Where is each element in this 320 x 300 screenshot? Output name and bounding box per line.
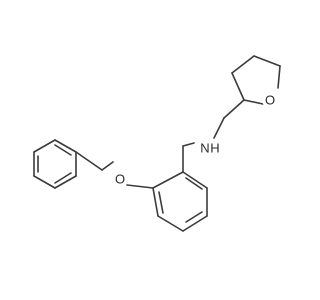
bond-ch2-thf <box>223 99 245 119</box>
bond <box>152 171 184 189</box>
hydrogen-label: H <box>210 141 219 156</box>
double-bond-inner <box>185 211 203 223</box>
bond <box>54 175 77 189</box>
bond <box>253 55 281 67</box>
double-bond-inner <box>54 172 72 184</box>
double-bond-inner <box>158 191 164 214</box>
tetrahydrofuran-ring <box>231 55 281 105</box>
oxygen-ether-label: O <box>115 172 125 187</box>
bond <box>182 215 208 232</box>
atom-oxygen-ring: O <box>262 92 278 108</box>
bond <box>231 55 255 74</box>
nitrogen-label: N <box>200 141 209 156</box>
bond <box>152 187 159 217</box>
bond <box>182 171 208 189</box>
bond-ch2-oxygen <box>101 161 114 171</box>
bond <box>231 72 245 101</box>
bond-benzyl-ch2 <box>75 151 103 171</box>
bond <box>54 139 77 153</box>
atom-nitrogen: N H <box>198 138 220 156</box>
aryl-ring <box>152 171 208 232</box>
double-bond-inner <box>54 144 72 156</box>
bond <box>157 215 184 232</box>
bond-nitrogen-ch2 <box>213 117 225 139</box>
bond-oxygen-aryl <box>126 184 154 189</box>
structure-diagram: O N H O <box>33 55 281 232</box>
bond <box>277 65 281 89</box>
benzyl-phenyl-ring <box>33 139 77 189</box>
bond <box>33 139 56 153</box>
atom-oxygen-ether: O <box>112 171 128 187</box>
bond-ch2-nitrogen <box>182 142 195 147</box>
oxygen-ring-label: O <box>265 93 275 108</box>
double-bond-inner <box>185 177 203 190</box>
bond <box>243 99 264 105</box>
bond <box>33 175 56 189</box>
